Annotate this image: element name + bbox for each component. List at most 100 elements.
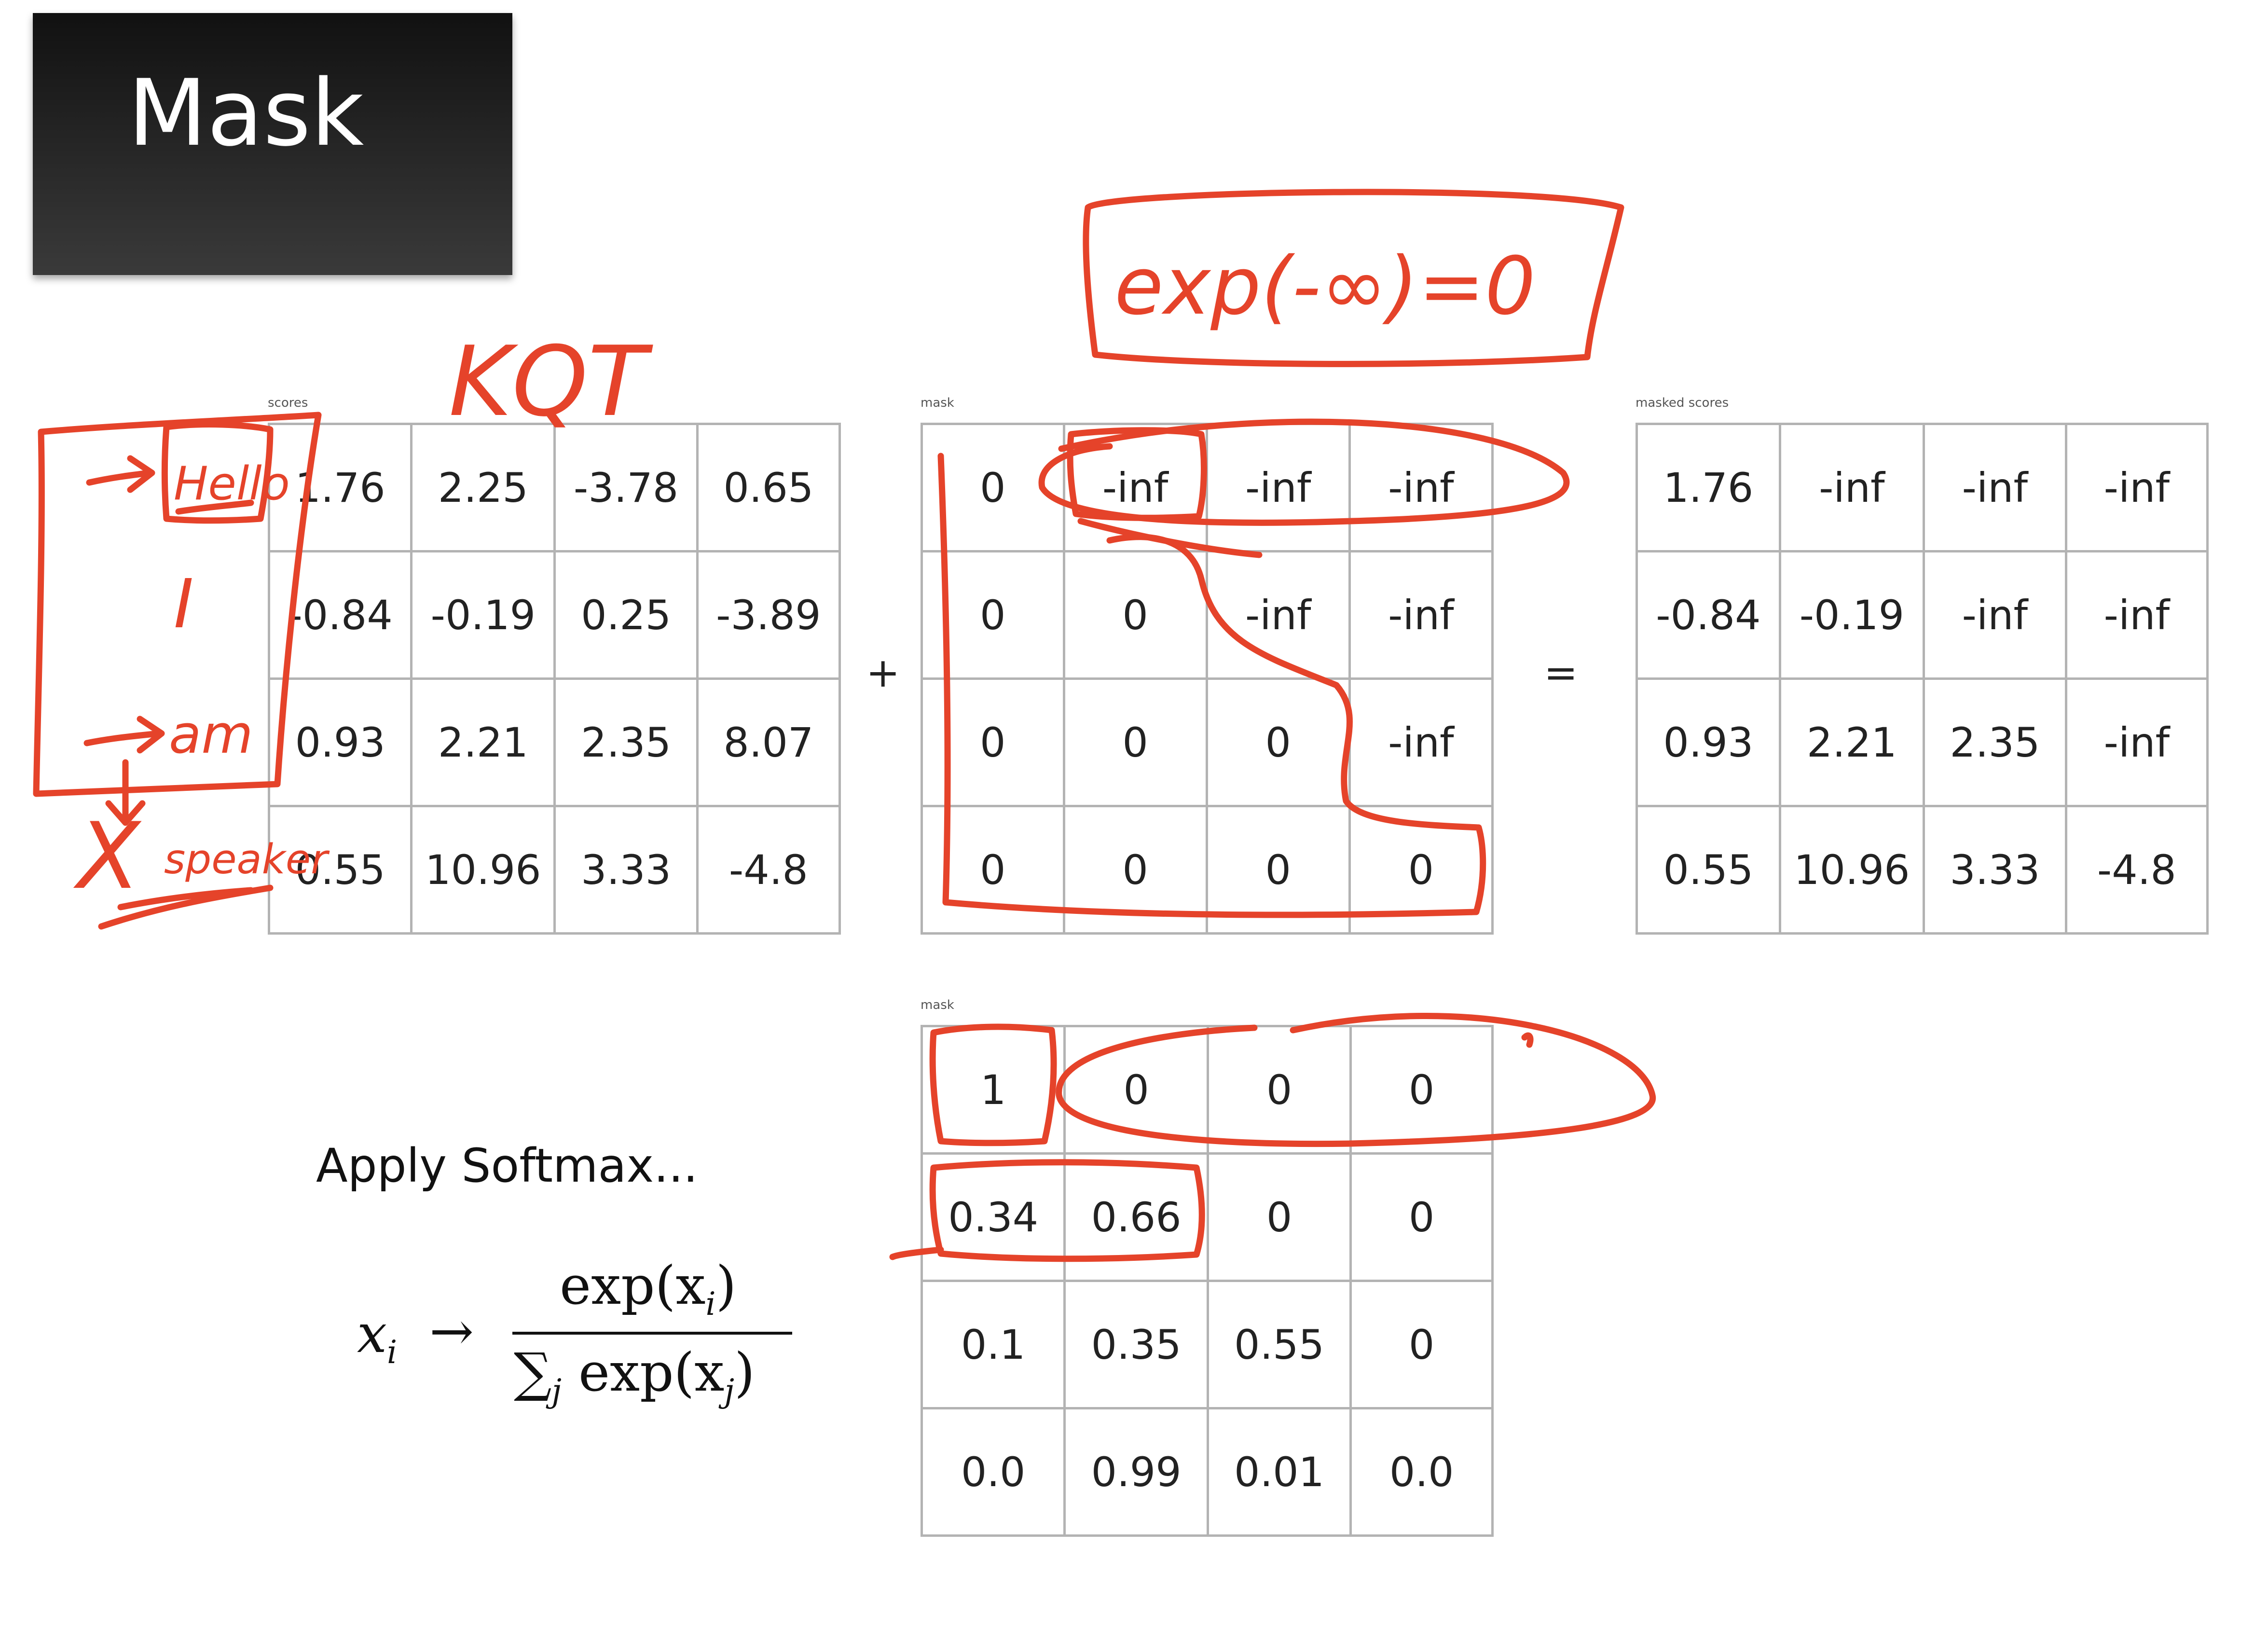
formula-lhs-sub: i xyxy=(387,1334,398,1371)
matrix-cell: -3.89 xyxy=(696,550,841,680)
apply-softmax-heading: Apply Softmax... xyxy=(316,1139,698,1193)
matrix-cell: -inf xyxy=(1205,550,1351,680)
table-row: 0.55 10.96 3.33 -4.8 xyxy=(1636,805,2209,935)
matrix-cell: 0 xyxy=(1062,677,1208,807)
matrix-cell: 0 xyxy=(921,805,1065,935)
matrix-cell: 0.34 xyxy=(920,1152,1066,1282)
numerator-text: exp(x xyxy=(560,1255,706,1316)
denominator-close: ) xyxy=(734,1341,755,1403)
matrix-cell: -inf xyxy=(1348,550,1494,680)
table-row: 0 0 0 0 xyxy=(921,805,1494,935)
table-row: 0 -inf -inf -inf xyxy=(921,423,1494,552)
matrix-cell: -inf xyxy=(1348,677,1494,807)
matrix-cell: 0.55 xyxy=(1206,1280,1352,1409)
matrix-cell: 2.21 xyxy=(1778,677,1925,807)
denominator-text: exp(x xyxy=(578,1341,725,1403)
matrix-cell: 0.93 xyxy=(267,677,413,807)
numerator-sub: i xyxy=(705,1285,716,1323)
table-row: -0.84 -0.19 -inf -inf xyxy=(1636,550,2209,680)
matrix-cell: -0.19 xyxy=(410,550,556,680)
equals-operator: = xyxy=(1544,649,1578,696)
speaker-underline xyxy=(98,884,274,930)
matrix-cell: 1 xyxy=(920,1025,1066,1155)
table-row: 1.76 -inf -inf -inf xyxy=(1636,423,2209,552)
formula-denominator: ∑j exp(xj) xyxy=(514,1341,755,1409)
matrix-cell: 0 xyxy=(1206,1152,1352,1282)
matrix-cell: 2.25 xyxy=(410,423,556,552)
token-am: am xyxy=(169,704,253,765)
matrix-cell: 0.93 xyxy=(1636,677,1781,807)
numerator-close: ) xyxy=(715,1255,737,1316)
matrix-cell: -inf xyxy=(2064,677,2209,807)
mask-matrix: 0 -inf -inf -inf 0 0 -inf -inf 0 0 0 -in… xyxy=(921,423,1494,935)
table-row: 0.55 10.96 3.33 -4.8 xyxy=(267,805,841,935)
plus-operator: + xyxy=(866,649,900,696)
matrix-cell: -inf xyxy=(2064,550,2209,680)
matrix-cell: -inf xyxy=(2064,423,2209,552)
matrix-cell: 0 xyxy=(921,423,1065,552)
denominator-sub: j xyxy=(724,1372,734,1409)
matrix-cell: -4.8 xyxy=(696,805,841,935)
formula-lhs: xi xyxy=(357,1303,397,1371)
matrix-cell: 10.96 xyxy=(1778,805,1925,935)
matrix-cell: 0 xyxy=(1062,550,1208,680)
matrix-cell: 1.76 xyxy=(1636,423,1781,552)
table-row: 0.1 0.35 0.55 0 xyxy=(920,1280,1494,1409)
am-arrow xyxy=(83,716,165,754)
matrix-cell: 0 xyxy=(1349,1025,1494,1155)
matrix-cell: -4.8 xyxy=(2064,805,2209,935)
token-i: I xyxy=(174,565,193,644)
masked-scores-matrix: 1.76 -inf -inf -inf -0.84 -0.19 -inf -in… xyxy=(1636,423,2209,935)
matrix-cell: -inf xyxy=(1923,550,2067,680)
matrix-cell: 0.0 xyxy=(1349,1407,1494,1537)
softmax-zero-row-tick xyxy=(1521,1032,1534,1048)
hello-underline xyxy=(175,499,254,515)
formula-arrow: → xyxy=(429,1300,474,1362)
matrix-cell: 0.01 xyxy=(1206,1407,1352,1537)
matrix-cell: -3.78 xyxy=(553,423,699,552)
matrix-cell: 0 xyxy=(1063,1025,1209,1155)
matrix-cell: 2.35 xyxy=(553,677,699,807)
matrix-cell: -inf xyxy=(1062,423,1208,552)
table-row: -0.84 -0.19 0.25 -3.89 xyxy=(267,550,841,680)
table-row: 0.34 0.66 0 0 xyxy=(920,1152,1494,1282)
matrix-cell: 0.55 xyxy=(1636,805,1781,935)
matrix-cell: 0 xyxy=(921,550,1065,680)
matrix-cell: -0.84 xyxy=(1636,550,1781,680)
matrix-cell: 8.07 xyxy=(696,677,841,807)
matrix-cell: 2.35 xyxy=(1923,677,2067,807)
matrix-cell: 0.0 xyxy=(920,1407,1066,1537)
mask-label: mask xyxy=(921,396,954,410)
scores-label: scores xyxy=(268,396,308,410)
table-row: 0.0 0.99 0.01 0.0 xyxy=(920,1407,1494,1537)
matrix-cell: 0 xyxy=(1348,805,1494,935)
table-row: 0 0 0 -inf xyxy=(921,677,1494,807)
exp-note-text: exp(-∞)=0 xyxy=(1114,240,1536,332)
hello-box xyxy=(161,421,274,524)
exp-note-box xyxy=(1083,189,1624,367)
matrix-cell: 0.65 xyxy=(696,423,841,552)
fraction-bar xyxy=(512,1332,792,1335)
matrix-cell: -inf xyxy=(1205,423,1351,552)
matrix-cell: -inf xyxy=(1778,423,1925,552)
matrix-cell: 0.99 xyxy=(1063,1407,1209,1537)
matrix-cell: 3.33 xyxy=(553,805,699,935)
matrix-cell: 0.25 xyxy=(553,550,699,680)
hello-arrow xyxy=(86,455,155,493)
masked-scores-label: masked scores xyxy=(1636,396,1729,410)
table-row: 0.93 2.21 2.35 8.07 xyxy=(267,677,841,807)
table-row: 0.93 2.21 2.35 -inf xyxy=(1636,677,2209,807)
matrix-cell: -0.84 xyxy=(267,550,413,680)
matrix-cell: -inf xyxy=(1348,423,1494,552)
matrix-cell: 0 xyxy=(1062,805,1208,935)
matrix-cell: -inf xyxy=(1923,423,2067,552)
sum-symbol: ∑ xyxy=(514,1341,552,1403)
matrix-cell: 0.55 xyxy=(267,805,413,935)
sum-sub: j xyxy=(551,1372,562,1409)
table-row: 0 0 -inf -inf xyxy=(921,550,1494,680)
scores-matrix: 1.76 2.25 -3.78 0.65 -0.84 -0.19 0.25 -3… xyxy=(267,423,841,935)
kqt-note: KQT xyxy=(449,326,654,438)
matrix-cell: 0 xyxy=(921,677,1065,807)
matrix-cell: 0 xyxy=(1205,677,1351,807)
matrix-cell: 0 xyxy=(1206,1025,1352,1155)
